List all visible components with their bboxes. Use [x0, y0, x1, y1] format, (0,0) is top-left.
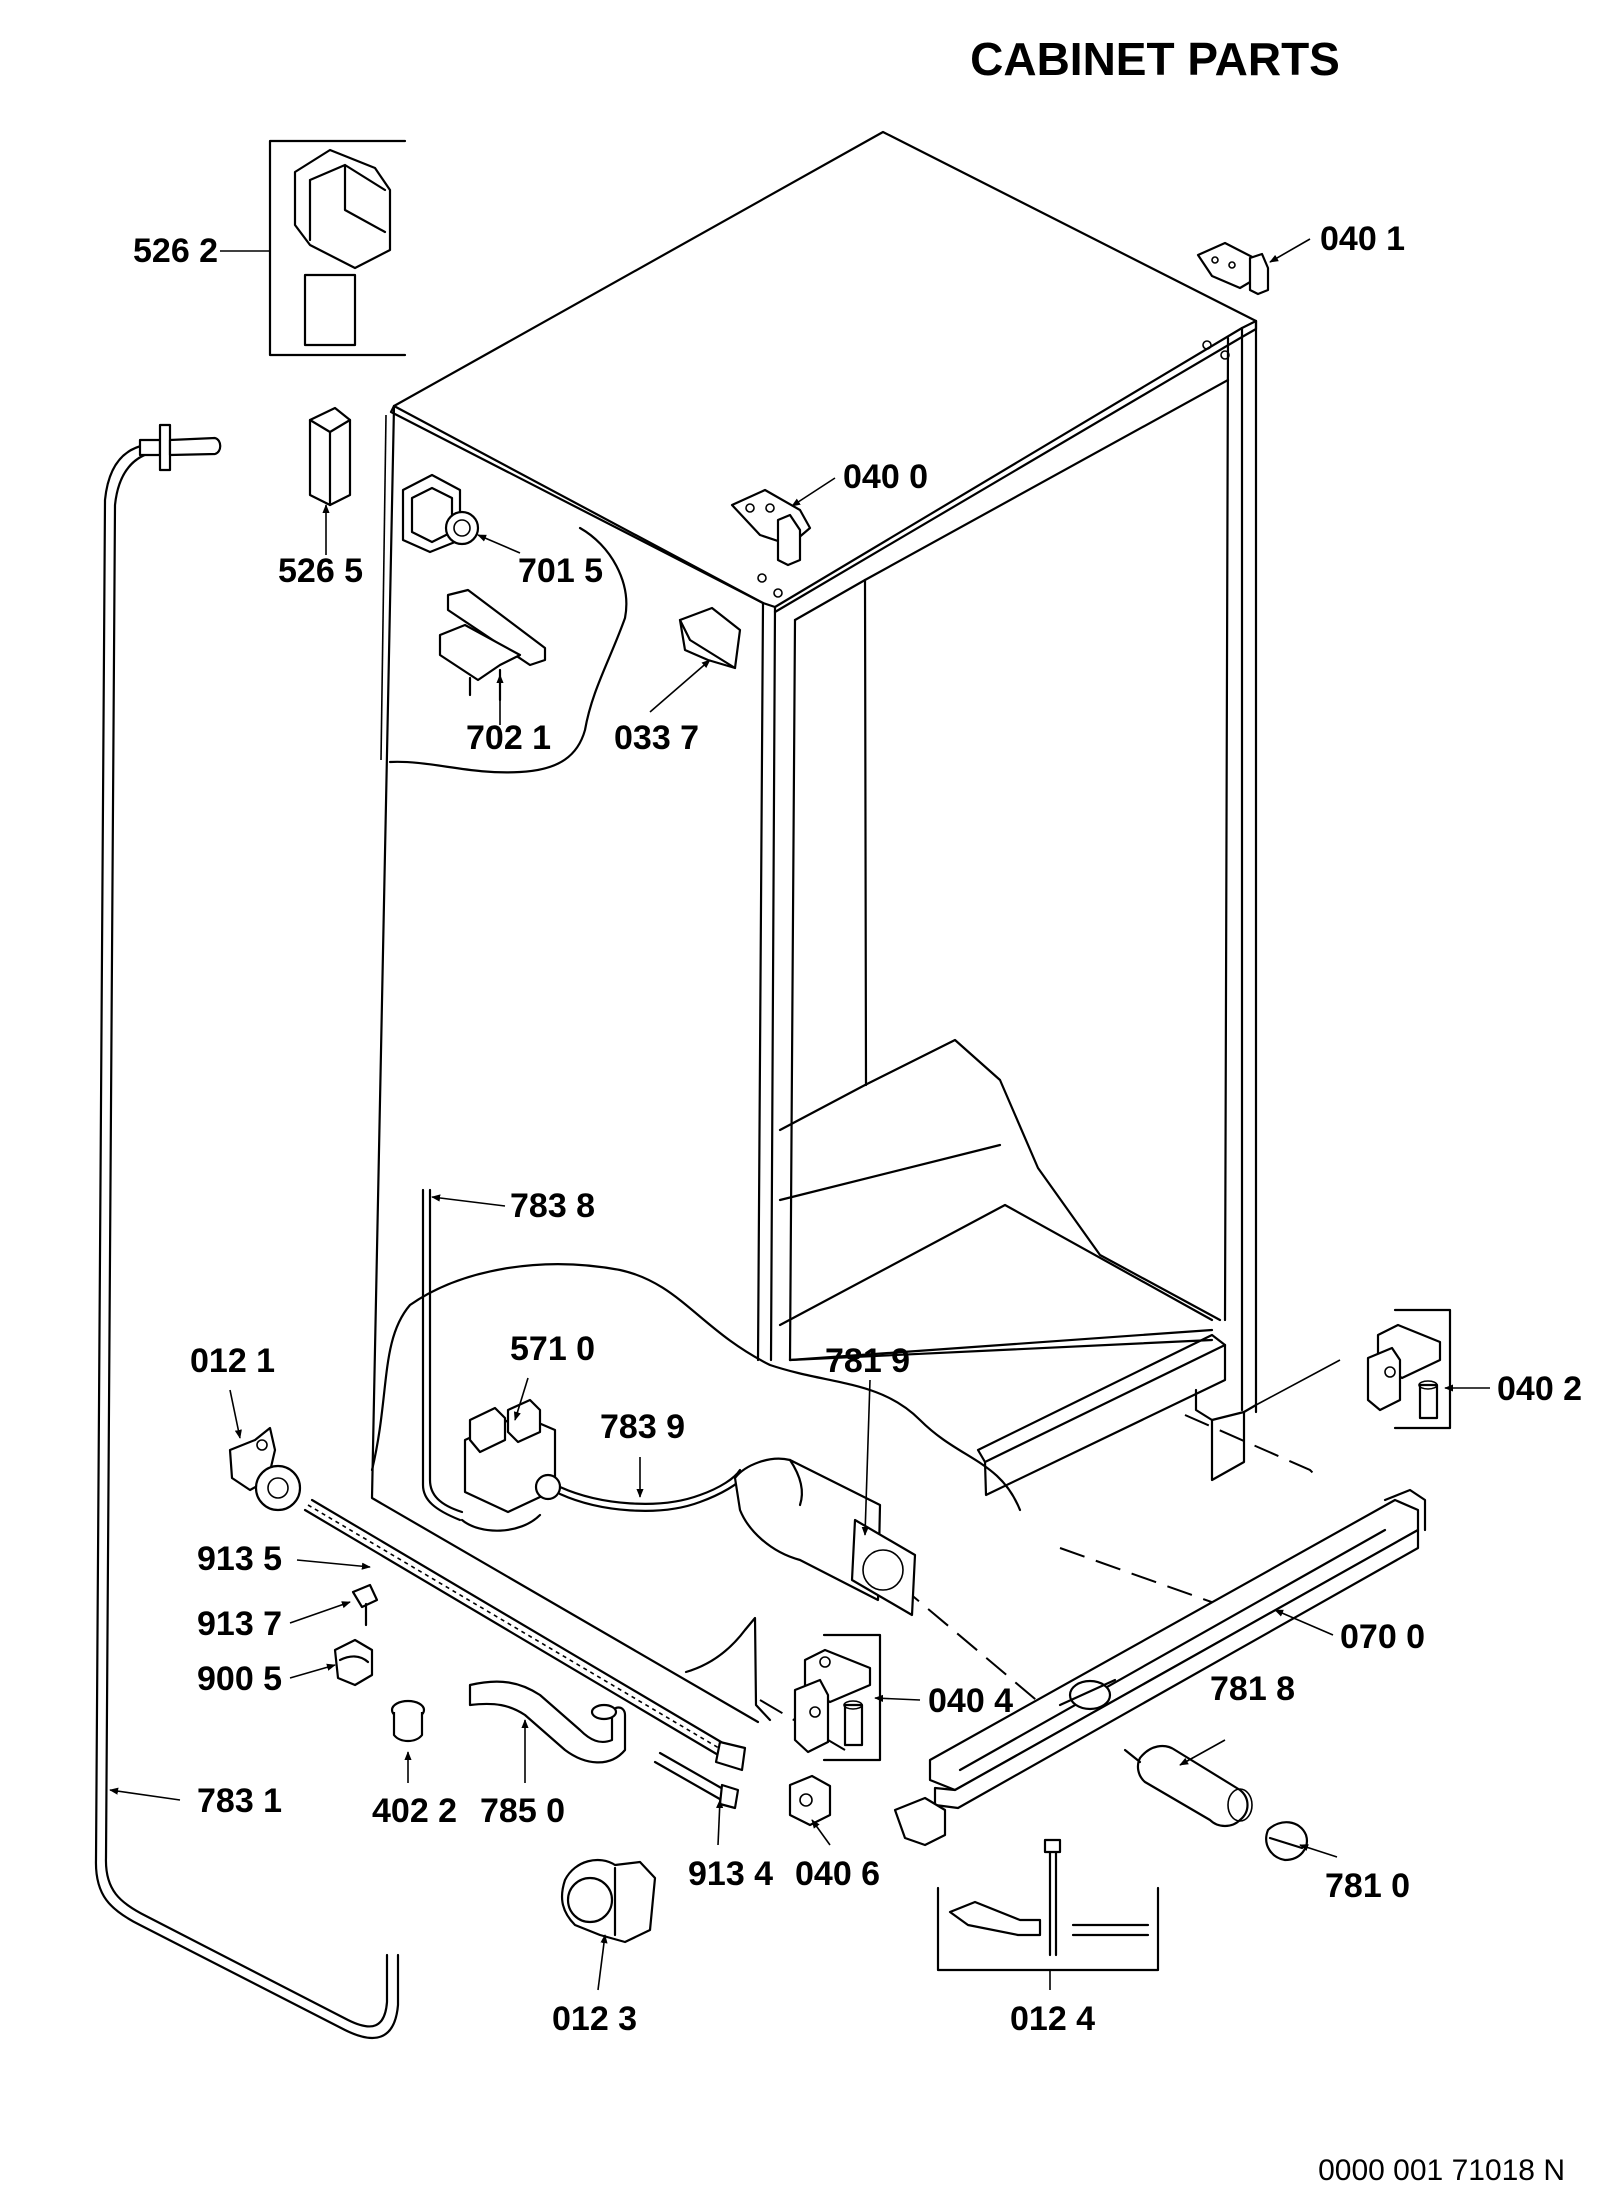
part-small-screw[interactable]: [351, 1583, 379, 1627]
callout-701-5[interactable]: 701 5: [518, 552, 603, 590]
part-clip[interactable]: [678, 606, 742, 670]
callout-900-5[interactable]: 900 5: [197, 1660, 282, 1698]
part-leveling-screw-long[interactable]: [303, 1498, 747, 1772]
callout-012-3[interactable]: 012 3: [552, 2000, 637, 2038]
callout-781-9[interactable]: 781 9: [825, 1342, 910, 1380]
part-bottom-hinge[interactable]: [793, 1633, 882, 1762]
lower-cutaway-outline: [370, 1263, 1022, 1512]
callout-040-1[interactable]: 040 1: [1320, 220, 1405, 258]
callout-783-9[interactable]: 783 9: [600, 1408, 685, 1446]
part-drain-tube-upper-edge: [428, 1188, 464, 1514]
part-small-module[interactable]: [308, 406, 352, 507]
upper-cutaway-outline: [388, 526, 628, 774]
part-top-hinge[interactable]: [730, 488, 812, 598]
callout-913-7[interactable]: 913 7: [197, 1605, 282, 1643]
part-hardware-kit[interactable]: [936, 1838, 1160, 1972]
part-water-valve[interactable]: [460, 1398, 747, 1532]
part-filter-housing[interactable]: [733, 1457, 917, 1617]
leader-lines: [109, 238, 1490, 1991]
part-bent-tube[interactable]: [468, 1680, 627, 1764]
callout-781-0[interactable]: 781 0: [1325, 1867, 1410, 1905]
callout-702-1[interactable]: 702 1: [466, 719, 551, 757]
callout-526-2[interactable]: 526 2: [133, 232, 218, 270]
part-relay-box[interactable]: [268, 139, 407, 357]
leader-line: [1255, 1359, 1341, 1406]
part-spring-clip[interactable]: [333, 1638, 374, 1687]
callout-040-6[interactable]: 040 6: [795, 1855, 880, 1893]
drawing-number: 0000 001 71018 N: [1318, 2154, 1565, 2187]
callout-781-8[interactable]: 781 8: [1210, 1670, 1295, 1708]
part-switch-bracket[interactable]: [438, 588, 547, 702]
callout-033-7[interactable]: 033 7: [614, 719, 699, 757]
callout-402-2[interactable]: 402 2: [372, 1792, 457, 1830]
callout-783-1[interactable]: 783 1: [197, 1782, 282, 1820]
part-drain-tube-upper[interactable]: [421, 1188, 462, 1522]
part-plug[interactable]: [390, 1699, 426, 1743]
part-lamp-socket[interactable]: [401, 473, 480, 554]
part-filter-cap[interactable]: [1265, 1821, 1308, 1862]
part-front-roller-right[interactable]: [228, 1426, 302, 1512]
callout-913-5[interactable]: 913 5: [197, 1540, 282, 1578]
callout-571-0[interactable]: 571 0: [510, 1330, 595, 1368]
assembly-guide-line: [1059, 1547, 1221, 1606]
part-hinge-clip[interactable]: [788, 1774, 832, 1827]
part-lower-right-hinge[interactable]: [1366, 1308, 1452, 1430]
callout-040-4[interactable]: 040 4: [928, 1682, 1013, 1720]
assembly-guide-line: [1184, 1414, 1321, 1481]
callout-040-0[interactable]: 040 0: [843, 458, 928, 496]
part-water-filter[interactable]: [1123, 1744, 1253, 1828]
callout-785-0[interactable]: 785 0: [480, 1792, 565, 1830]
part-leveling-screw-short[interactable]: [653, 1751, 740, 1810]
part-front-roller-left[interactable]: [560, 1858, 657, 1944]
callout-526-5[interactable]: 526 5: [278, 552, 363, 590]
diagram-title: CABINET PARTS: [970, 33, 1340, 85]
callout-070-0[interactable]: 070 0: [1340, 1618, 1425, 1656]
callout-012-4[interactable]: 012 4: [1010, 2000, 1095, 2038]
callout-040-2[interactable]: 040 2: [1497, 1370, 1582, 1408]
part-toe-grille[interactable]: [893, 1488, 1427, 1847]
callout-783-8[interactable]: 783 8: [510, 1187, 595, 1225]
part-drain-tube-long[interactable]: [94, 423, 400, 2039]
part-top-right-hinge[interactable]: [1196, 241, 1270, 360]
callout-012-1[interactable]: 012 1: [190, 1342, 275, 1380]
cabinet-body: [370, 130, 1258, 1724]
bottom-cutaway-outline: [684, 1616, 772, 1722]
callout-913-4[interactable]: 913 4: [688, 1855, 773, 1893]
